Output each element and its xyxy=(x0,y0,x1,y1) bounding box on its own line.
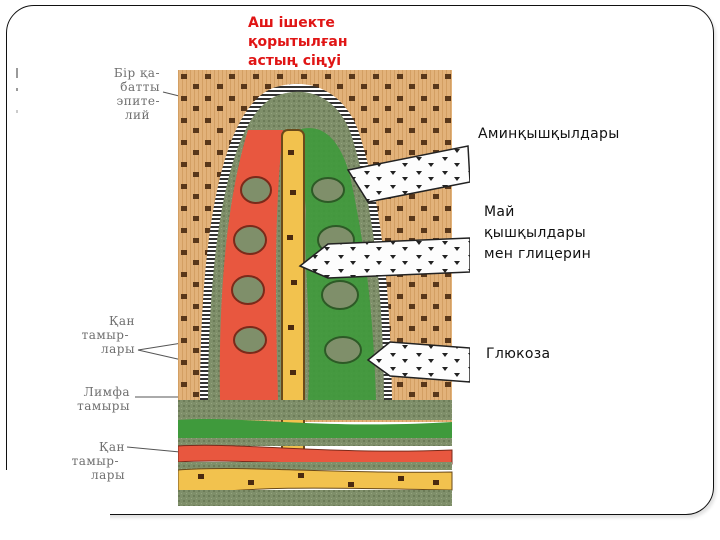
arrow-fatty-acids xyxy=(298,237,470,279)
label-line: Қан xyxy=(109,314,135,328)
arrow-amino-acids xyxy=(346,145,470,203)
slide-frame xyxy=(6,5,714,515)
diagram-title: Аш ішекте қорытылған астың сіңуі xyxy=(248,14,348,71)
label-line: тамыры xyxy=(77,399,130,413)
label-fatty-acids-glycerol: Май қышқылдары мен глицерин xyxy=(484,202,591,265)
label-line: лары xyxy=(90,468,125,482)
label-amino-acids: Аминқышқылдары xyxy=(478,126,620,142)
label-epithelium: Бір қа- батты эпите- лий xyxy=(70,66,160,122)
frame-mask xyxy=(0,500,110,540)
margin-mark xyxy=(16,110,18,113)
label-lymph-vessel: Лимфа тамыры xyxy=(20,385,130,413)
margin-mark xyxy=(16,68,18,78)
label-line: Қан xyxy=(99,440,125,454)
label-line: Бір қа- xyxy=(113,66,160,80)
title-line: қорытылған xyxy=(248,34,348,50)
label-line: Май xyxy=(484,204,515,220)
label-line: Лимфа xyxy=(83,385,130,399)
villus-illustration xyxy=(178,70,470,506)
label-line: қышқылдары xyxy=(484,225,586,241)
label-line: эпите- xyxy=(116,94,160,108)
margin-mark xyxy=(16,88,18,91)
label-line: батты xyxy=(120,80,160,94)
arrow-glucose xyxy=(366,341,470,383)
label-line: лий xyxy=(124,108,150,122)
label-line: тамыр- xyxy=(81,328,129,342)
label-line: тамыр- xyxy=(71,454,119,468)
label-glucose: Глюкоза xyxy=(486,346,551,362)
label-blood-vessels-upper: Қан тамыр- лары xyxy=(30,314,135,356)
label-line: лары xyxy=(100,342,135,356)
title-line: астың сіңуі xyxy=(248,53,342,69)
title-line: Аш ішекте xyxy=(248,15,335,31)
label-blood-vessels-lower: Қан тамыр- лары xyxy=(30,440,125,482)
label-line: мен глицерин xyxy=(484,246,592,262)
